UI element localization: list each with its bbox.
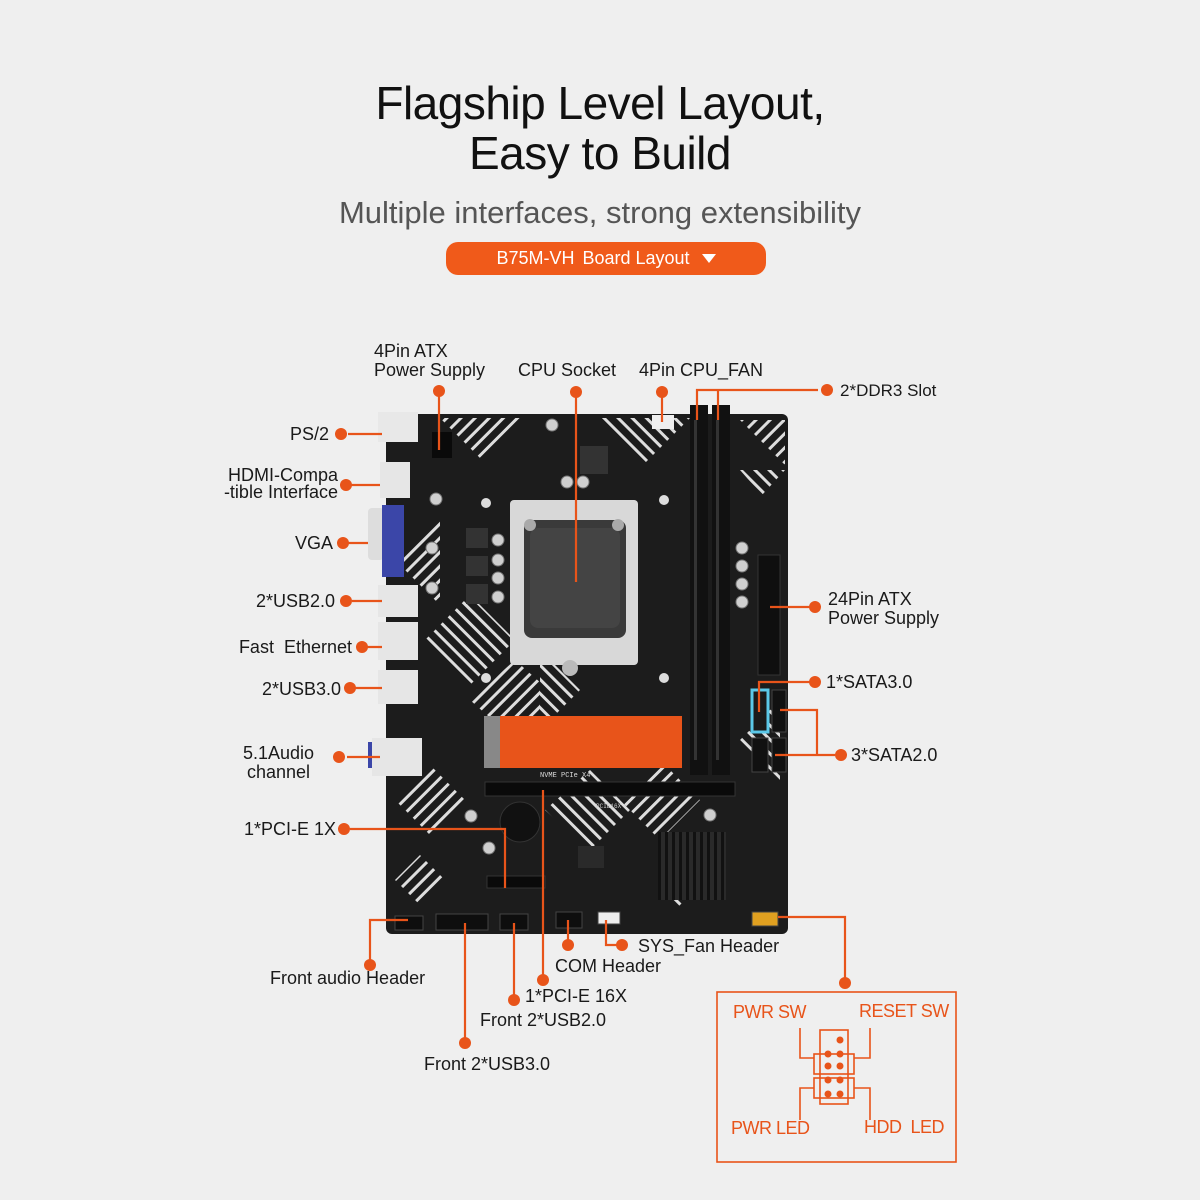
m2-silkscreen: NVME PCIe X4 [540,772,590,780]
label-front-usb30: Front 2*USB3.0 [424,1054,551,1074]
vrm [466,446,608,604]
label-front-usb20: Front 2*USB2.0 [480,1010,607,1030]
label-cpu-socket: CPU Socket [518,360,617,380]
label-4pin-atx-line2: Power Supply [374,360,486,380]
label-audio-line1: 5.1Audio [243,743,315,763]
m2-ssd-cover [500,716,682,768]
pcie16x-slot [484,781,736,797]
label-pcie16x: 1*PCI-E 16X [525,986,628,1006]
label-com-header: COM Header [555,956,662,976]
leader-dots [333,384,851,1049]
label-audio: 5.1Audio channel [243,744,314,782]
pcie16x-silkscreen: PCIE16X [596,803,622,810]
label-cpu-fan: 4Pin CPU_FAN [639,360,764,380]
label-reset-sw: RESET SW [859,1001,949,1021]
capacitors [425,418,749,855]
cpu-socket [510,500,638,676]
label-ddr3-slot: 2*DDR3 Slot [840,381,937,400]
mount-holes [481,495,669,683]
pcie1x-slot [486,875,546,889]
board-layout-label: Board Layout [582,248,690,268]
ddr3-slots [690,405,730,775]
label-vga: VGA [294,533,333,553]
label-ethernet: Fast Ethernet [238,637,352,657]
board-layout-button[interactable]: B75M-VH Board Layout [446,242,766,275]
page-title-line2: Easy to Build [469,127,731,179]
chipset-heatsink [658,832,726,900]
label-audio-line2: channel [247,762,311,782]
label-usb30: 2*USB3.0 [261,679,341,699]
label-pcie1x: 1*PCI-E 1X [243,819,336,839]
label-front-audio: Front audio Header [270,968,426,988]
m2-slot [484,716,500,768]
label-hdmi: HDMI-Compa -tible Interface [223,465,338,502]
label-sata3: 1*SATA3.0 [826,672,913,692]
label-24pin-atx-line2: Power Supply [828,608,940,628]
label-usb20: 2*USB2.0 [255,591,335,611]
model-name: B75M-VH [496,248,575,268]
front-panel-diagram [716,991,957,1163]
io-shield [368,412,452,776]
front-panel-pins [824,1036,844,1098]
label-24pin-atx: 24Pin ATX Power Supply [828,590,939,628]
label-hdmi-line2: -tible Interface [223,482,338,502]
label-pwr-sw: PWR SW [733,1002,807,1022]
label-sys-fan: SYS_Fan Header [638,936,780,956]
label-sata2: 3*SATA2.0 [851,745,938,765]
label-4pin-atx: 4Pin ATX Power Supply [374,342,485,380]
page-subtitle: Multiple interfaces, strong extensibilit… [338,195,862,230]
label-4pin-atx-line1: 4Pin ATX [374,341,448,361]
cmos-battery [499,801,541,843]
label-24pin-atx-line1: 24Pin ATX [828,589,912,609]
caret-down-icon [701,254,716,263]
label-ps2: PS/2 [289,424,329,444]
label-pwr-led: PWR LED [731,1118,810,1138]
label-hdmi-line1: HDMI-Compa [227,465,338,485]
label-hdd-led: HDD LED [864,1117,945,1137]
page-title-line1: Flagship Level Layout, [375,77,825,129]
io-chip [578,846,604,868]
atx24-connector [757,554,781,676]
